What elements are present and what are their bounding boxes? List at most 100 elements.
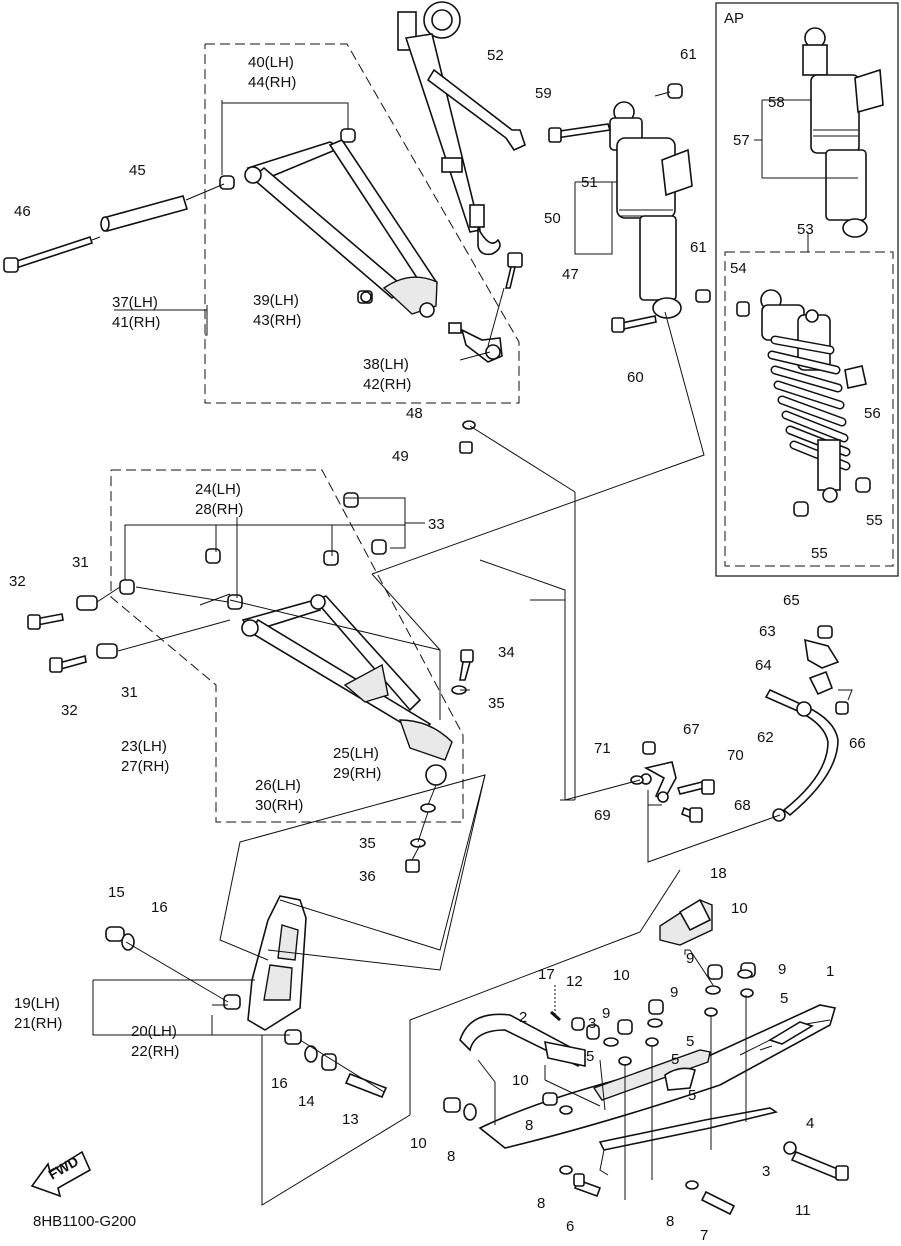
part-label-9: 9 — [602, 1005, 610, 1022]
part-label-47: 47 — [562, 266, 579, 283]
part-label-20: 20(LH) — [131, 1023, 177, 1040]
part-label-24: 24(LH) — [195, 481, 241, 498]
part-label-38: 38(LH) — [363, 356, 409, 373]
part-label-16: 16 — [271, 1075, 288, 1092]
part-label-10: 10 — [512, 1072, 529, 1089]
part-label-55: 55 — [811, 545, 828, 562]
part-label-43: 43(RH) — [253, 312, 301, 329]
part-label-56: 56 — [864, 405, 881, 422]
part-label-67: 67 — [683, 721, 700, 738]
part-label-62: 62 — [757, 729, 774, 746]
part-label-49: 49 — [392, 448, 409, 465]
part-label-18: 18 — [710, 865, 727, 882]
bolt-47 — [487, 252, 523, 347]
part-label-35: 35 — [359, 835, 376, 852]
part-label-14: 14 — [298, 1093, 315, 1110]
part-label-66: 66 — [849, 735, 866, 752]
part-label-58: 58 — [768, 94, 785, 111]
part-label-40: 40(LH) — [248, 54, 294, 71]
part-label-45: 45 — [129, 162, 146, 179]
part-label-71: 71 — [594, 740, 611, 757]
part-label-51: 51 — [581, 174, 598, 191]
part-label-6: 6 — [566, 1218, 574, 1235]
part-label-25: 25(LH) — [333, 745, 379, 762]
part-label-10: 10 — [731, 900, 748, 917]
part-label-65: 65 — [783, 592, 800, 609]
part-number-labels: 1 2 3 3 4 5 5 5 5 5 6 7 8 8 8 8 9 9 9 9 … — [9, 46, 883, 1244]
part-label-10: 10 — [613, 967, 630, 984]
part-label-28: 28(RH) — [195, 501, 243, 518]
part-label-2: 2 — [519, 1009, 527, 1026]
long-bolt — [3, 235, 94, 273]
part-label-48: 48 — [406, 405, 423, 422]
part-label-15: 15 — [108, 884, 125, 901]
part-label-63: 63 — [759, 623, 776, 640]
part-label-19: 19(LH) — [14, 995, 60, 1012]
ap-inset-border — [715, 2, 899, 577]
part-label-39: 39(LH) — [253, 292, 299, 309]
part-label-21: 21(RH) — [14, 1015, 62, 1032]
part-label-7: 7 — [700, 1227, 708, 1241]
part-label-4: 4 — [806, 1115, 814, 1132]
part-label-46: 46 — [14, 203, 31, 220]
part-label-5: 5 — [686, 1033, 694, 1050]
part-label-5: 5 — [671, 1051, 679, 1068]
part-label-31: 31 — [72, 554, 89, 571]
kit-shock-with-spring — [736, 289, 871, 517]
part-label-8: 8 — [537, 1195, 545, 1212]
part-label-13: 13 — [342, 1111, 359, 1128]
part-label-42: 42(RH) — [363, 376, 411, 393]
part-label-26: 26(LH) — [255, 777, 301, 794]
part-label-64: 64 — [755, 657, 772, 674]
lower-arm-group-box — [110, 469, 464, 823]
part-label-8: 8 — [666, 1213, 674, 1230]
part-label-8: 8 — [525, 1117, 533, 1134]
steering-spindle — [105, 895, 388, 1099]
part-label-10: 10 — [410, 1135, 427, 1152]
lower-a-arm — [27, 492, 474, 873]
part-label-3: 3 — [762, 1163, 770, 1180]
part-label-37: 37(LH) — [112, 294, 158, 311]
part-label-29: 29(RH) — [333, 765, 381, 782]
upper-arm-group-box — [204, 43, 520, 404]
part-label-5: 5 — [780, 990, 788, 1007]
front-shock-absorber — [548, 83, 711, 333]
part-label-12: 12 — [566, 973, 583, 990]
part-label-5: 5 — [688, 1087, 696, 1104]
part-label-11: 11 — [795, 1202, 811, 1219]
ap-shock-sleeve — [854, 68, 884, 114]
nut-49 — [459, 441, 473, 454]
part-label-16: 16 — [151, 899, 168, 916]
steering-column — [397, 1, 526, 256]
ball-joint — [360, 291, 503, 363]
part-label-1: 1 — [826, 963, 834, 980]
part-label-31: 31 — [121, 684, 138, 701]
part-label-22: 22(RH) — [131, 1043, 179, 1060]
part-label-50: 50 — [544, 210, 561, 227]
part-label-33: 33 — [428, 516, 445, 533]
part-label-44: 44(RH) — [248, 74, 296, 91]
part-label-23: 23(LH) — [121, 738, 167, 755]
ap-inset: AP — [715, 2, 899, 577]
part-label-69: 69 — [594, 807, 611, 824]
part-label-9: 9 — [778, 961, 786, 978]
upper-a-arm — [219, 128, 439, 318]
part-label-57: 57 — [733, 132, 750, 149]
part-label-30: 30(RH) — [255, 797, 303, 814]
part-label-27: 27(RH) — [121, 758, 169, 775]
part-label-17: 17 — [538, 966, 555, 983]
part-label-59: 59 — [535, 85, 552, 102]
part-label-60: 60 — [627, 369, 644, 386]
part-label-68: 68 — [734, 797, 751, 814]
part-label-61: 61 — [690, 239, 707, 256]
fwd-arrow: FWD — [30, 1150, 92, 1198]
part-label-53: 53 — [797, 221, 814, 238]
part-label-3: 3 — [588, 1015, 596, 1032]
ap-label: AP — [724, 10, 744, 27]
diagram-code: 8HB1100-G200 — [33, 1213, 136, 1230]
ski-assembly — [443, 898, 849, 1216]
part-label-9: 9 — [670, 984, 678, 1001]
part-label-52: 52 — [487, 47, 504, 64]
